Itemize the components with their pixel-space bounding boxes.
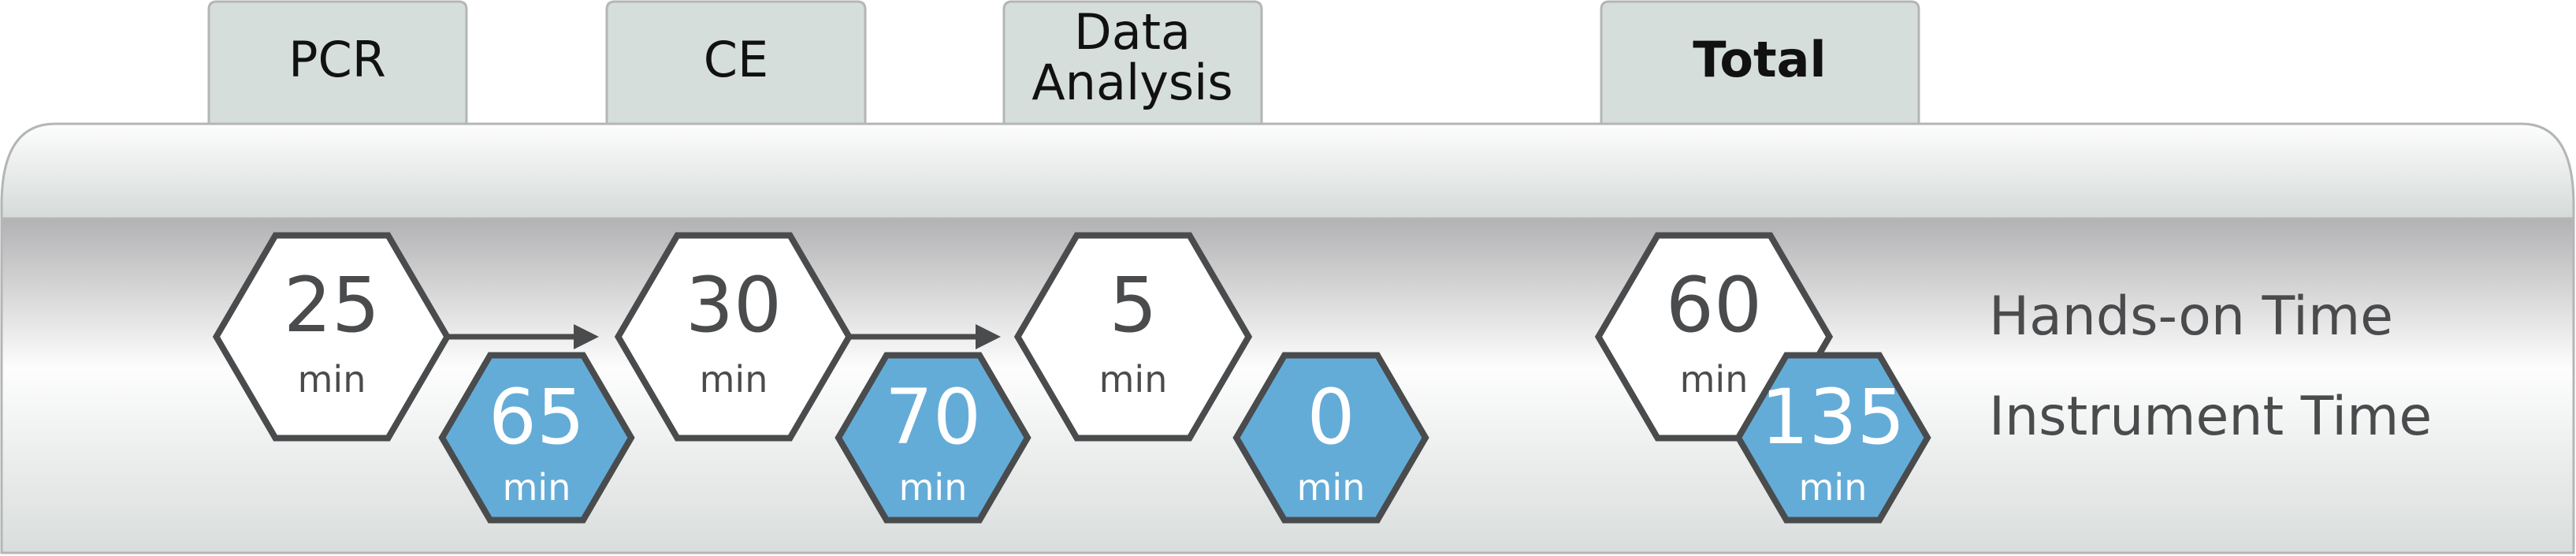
hands-on-unit: min: [1099, 358, 1168, 401]
instrument-unit: min: [1297, 466, 1366, 509]
arrow-pcr-to-ce: [448, 324, 599, 349]
arrow-ce-to-analysis: [849, 324, 1001, 349]
hands-on-value: 5: [1109, 261, 1157, 349]
instrument-hex-total: 135 min: [1734, 352, 1931, 524]
instrument-hexagon: [1232, 352, 1429, 524]
hands-on-hex-data-analysis: 5 min: [1013, 232, 1253, 442]
tab-total-label: Total: [1693, 31, 1826, 88]
instrument-value: 0: [1307, 373, 1355, 461]
instrument-hexagon: [835, 352, 1032, 524]
instrument-hex-ce: 70 min: [835, 352, 1032, 524]
instrument-hexagon: [1734, 352, 1931, 524]
instrument-hex-data-analysis: 0 min: [1232, 352, 1429, 524]
instrument-hexagon: [438, 352, 635, 524]
hands-on-unit: min: [298, 358, 366, 401]
panel-top-band: [0, 122, 2575, 220]
tab-analysis-label: Analysis: [1032, 54, 1232, 111]
instrument-value: 70: [885, 373, 981, 461]
instrument-unit: min: [503, 466, 571, 509]
instrument-value: 65: [489, 373, 585, 461]
instrument-unit: min: [899, 466, 968, 509]
tab-pcr: PCR: [207, 0, 468, 126]
hands-on-hexagon: [614, 232, 853, 442]
hands-on-value: 25: [284, 261, 380, 349]
tab-pcr-label: PCR: [288, 31, 386, 88]
instrument-value: 135: [1760, 373, 1905, 461]
instrument-hex-pcr: 65 min: [438, 352, 635, 524]
hands-on-hex-pcr: 25 min: [212, 232, 452, 442]
hands-on-unit: min: [700, 358, 768, 401]
legend-hands-on-time: Hands-on Time: [1989, 285, 2393, 348]
tab-ce-label: CE: [704, 31, 768, 88]
hands-on-hexagon: [1013, 232, 1253, 442]
legend-instrument-time: Instrument Time: [1989, 386, 2432, 448]
hands-on-value: 60: [1666, 261, 1762, 349]
instrument-unit: min: [1799, 466, 1868, 509]
hands-on-unit: min: [1680, 358, 1749, 401]
tab-ce: CE: [605, 0, 867, 126]
tab-data-analysis: Data Analysis: [1002, 0, 1263, 126]
hands-on-value: 30: [686, 261, 782, 349]
tab-total: Total: [1600, 0, 1920, 126]
hands-on-hexagon: [212, 232, 452, 442]
tab-data-label: Data: [1074, 3, 1191, 61]
hands-on-hex-ce: 30 min: [614, 232, 853, 442]
